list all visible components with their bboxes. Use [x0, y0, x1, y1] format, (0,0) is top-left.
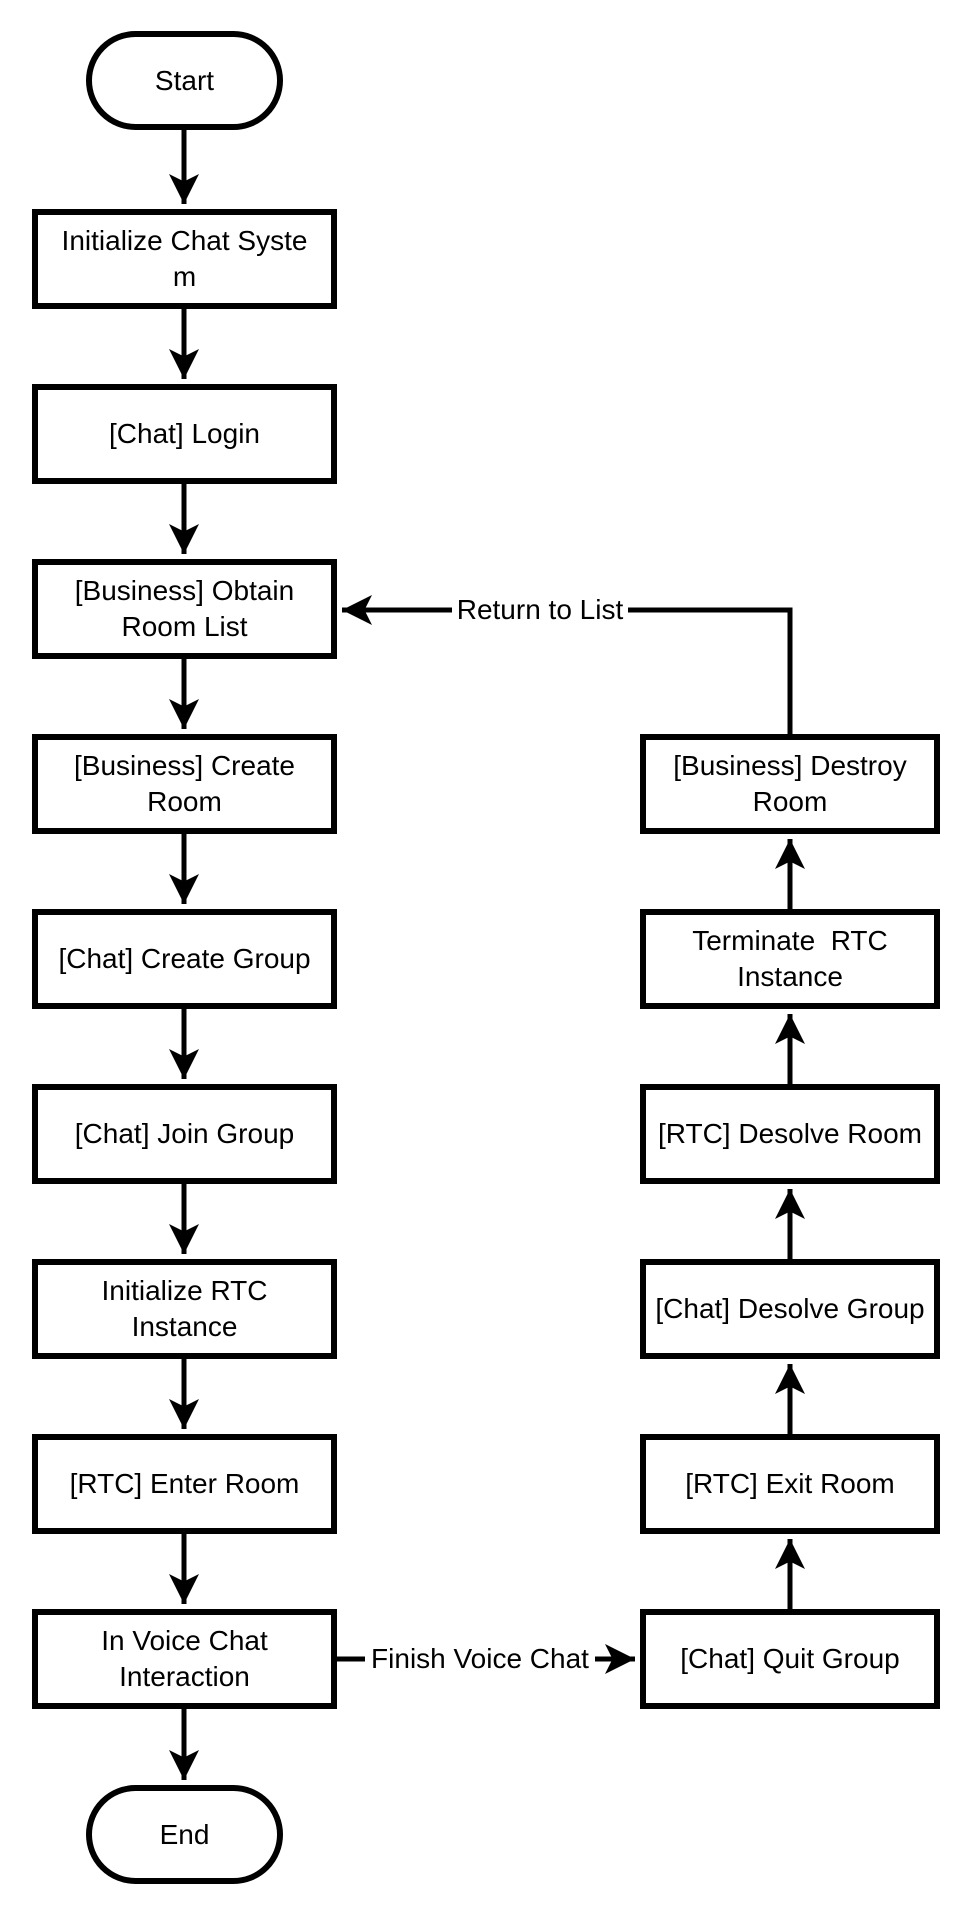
- node-business-destroy-room: [Business] Destroy Room: [640, 734, 940, 834]
- edge-label-finish-voice-chat: Finish Voice Chat: [365, 1641, 595, 1677]
- node-chat-join-group: [Chat] Join Group: [32, 1084, 337, 1184]
- node-chat-quit-group: [Chat] Quit Group: [640, 1609, 940, 1709]
- node-chat-desolve-group: [Chat] Desolve Group: [640, 1259, 940, 1359]
- edge-label-return-to-list: Return to List: [452, 592, 628, 628]
- node-start: Start: [86, 31, 283, 130]
- node-initialize-rtc-instance: Initialize RTC Instance: [32, 1259, 337, 1359]
- arrow-destroy-room-to-obtain-room-list: [342, 595, 793, 734]
- node-terminate-rtc-instance: Terminate RTC Instance: [640, 909, 940, 1009]
- node-business-create-room: [Business] Create Room: [32, 734, 337, 834]
- node-rtc-exit-room: [RTC] Exit Room: [640, 1434, 940, 1534]
- node-chat-login: [Chat] Login: [32, 384, 337, 484]
- node-business-obtain-room-list: [Business] Obtain Room List: [32, 559, 337, 659]
- node-in-voice-chat-interaction: In Voice Chat Interaction: [32, 1609, 337, 1709]
- node-rtc-desolve-room: [RTC] Desolve Room: [640, 1084, 940, 1184]
- node-initialize-chat-system: Initialize Chat Syste m: [32, 209, 337, 309]
- node-rtc-enter-room: [RTC] Enter Room: [32, 1434, 337, 1534]
- node-end: End: [86, 1785, 283, 1884]
- node-chat-create-group: [Chat] Create Group: [32, 909, 337, 1009]
